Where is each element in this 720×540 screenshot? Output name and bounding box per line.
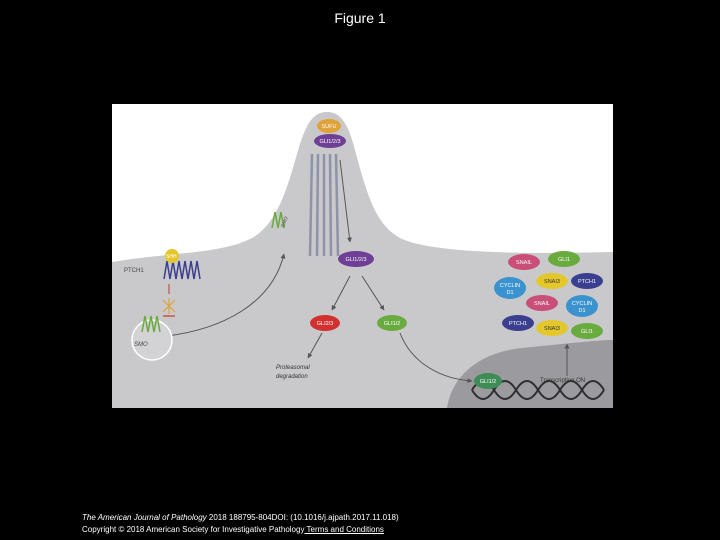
figure-caption: The American Journal of Pathology 2018 1… (82, 512, 399, 536)
smo-vesicle-label: SMO (134, 342, 148, 348)
cilium-axoneme (308, 153, 340, 257)
copyright-text: Copyright © 2018 American Society for In… (82, 525, 305, 534)
target-gene-protein (494, 277, 526, 299)
target-gene-protein (571, 323, 603, 339)
gli-nuclear-protein (474, 373, 502, 389)
gli-repressor-protein (310, 315, 340, 331)
target-gene-label: GLI1 (581, 329, 593, 335)
degradation-label-line1: Proteasomal (276, 365, 310, 371)
target-gene-label: SNAIL (516, 260, 532, 266)
ptch1-receptor (163, 260, 201, 280)
target-gene-label: D1 (578, 308, 585, 314)
arrow-to-nucleus (399, 332, 473, 384)
target-gene-label: PTCH1 (578, 279, 596, 285)
gli-cilium-protein (314, 134, 346, 148)
arrow-vesicle-to-cilium (166, 253, 286, 337)
gli-mid-protein (338, 251, 374, 267)
ptch1-receptor-label: PTCH1 (124, 268, 144, 274)
smo-vesicle (131, 319, 173, 361)
target-gene-label: PTCH1 (509, 321, 527, 327)
sufu-label: SUFU (322, 124, 337, 130)
dna-helix (471, 380, 605, 400)
arrow-to-degradation (307, 332, 323, 359)
target-gene-label: SNAIL (534, 301, 550, 307)
arrow-to-gli-repressor (331, 275, 351, 311)
gli-nuclear-label: GLI1/2 (480, 379, 497, 385)
arrow-cilium-down (339, 159, 352, 243)
nucleus (447, 340, 613, 408)
slide-title: Figure 1 (334, 10, 386, 26)
transcription-label: Transcription ON (540, 378, 585, 384)
target-gene-protein (571, 273, 603, 289)
target-gene-protein (566, 295, 598, 317)
inhibition-icon (162, 298, 176, 314)
target-gene-protein (502, 315, 534, 331)
sufu-protein (317, 119, 341, 133)
gli-cilium-label: GLI1/2/3 (319, 139, 340, 145)
caption-copyright-line: Copyright © 2018 American Society for In… (82, 524, 399, 536)
gli-activator-protein (377, 315, 407, 331)
target-gene-label: CYCLIN (500, 283, 520, 289)
journal-name: The American Journal of Pathology (82, 513, 207, 522)
shh-label: SHH (166, 254, 177, 260)
terms-and-conditions-link[interactable]: Terms and Conditions (304, 525, 384, 534)
target-gene-protein (536, 273, 568, 289)
target-gene-label: CYCLIN (572, 301, 592, 307)
shh-ligand (165, 249, 179, 263)
degradation-label-line2: degradation (276, 374, 308, 380)
target-gene-label: GLI1 (558, 257, 570, 263)
target-gene-protein (548, 251, 580, 267)
arrow-to-gli-activator (361, 275, 385, 311)
target-gene-label: SNAI3 (544, 326, 560, 332)
smo-transmembrane (141, 315, 161, 333)
gli-mid-label: GLI1/2/3 (345, 257, 366, 263)
target-gene-label: SNAI3 (544, 279, 560, 285)
citation-text: 2018 188795-804DOI: (10.1016/j.ajpath.20… (206, 513, 399, 522)
smo-cilium-label: SMO (280, 216, 290, 229)
hedgehog-pathway-diagram: SMO SHH PTCH1 SMO SUFU GLI1/2/3 GLI1/2/3… (112, 104, 613, 408)
target-gene-label: D1 (506, 290, 513, 296)
gli-repressor-label: GLI2/3 (317, 321, 334, 327)
target-gene-protein (508, 254, 540, 270)
target-gene-protein (536, 320, 568, 336)
smo-cilium (271, 211, 285, 229)
caption-citation-line: The American Journal of Pathology 2018 1… (82, 512, 399, 524)
gli-activator-label: GLI1/2 (384, 321, 401, 327)
target-gene-protein (526, 295, 558, 311)
